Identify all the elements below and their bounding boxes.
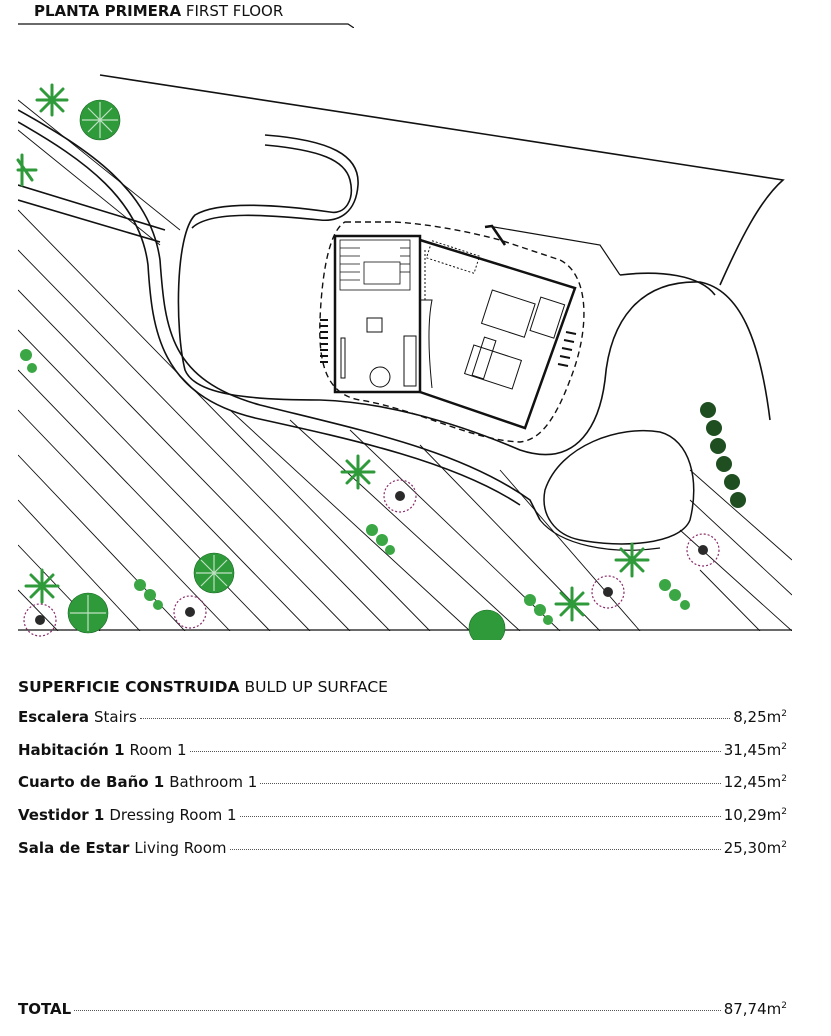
area-label-es: Cuarto de Baño 1 <box>18 773 165 791</box>
floor-title: PLANTA PRIMERA FIRST FLOOR <box>34 0 283 22</box>
surface-heading: SUPERFICIE CONSTRUIDA BULD UP SURFACE <box>18 676 787 698</box>
stairs <box>339 239 411 291</box>
floor-plan-drawing <box>16 74 792 640</box>
area-label-en: Room 1 <box>129 741 187 759</box>
area-value: 25,30m2 <box>723 839 787 857</box>
area-value: 12,45m2 <box>723 773 787 791</box>
furniture <box>340 240 566 390</box>
total-label: TOTAL <box>18 1000 72 1018</box>
leader-dots <box>139 718 731 719</box>
area-value: 10,29m2 <box>723 806 787 824</box>
leader-dots <box>189 751 721 752</box>
terrain-hatch <box>18 99 792 631</box>
area-label-en: Stairs <box>94 708 137 726</box>
area-label-en: Living Room <box>134 839 227 857</box>
area-label-es: Vestidor 1 <box>18 806 105 824</box>
site-roads <box>18 74 785 521</box>
total-value: 87,74m2 <box>723 1000 787 1018</box>
vegetation <box>16 83 746 640</box>
area-label-es: Habitación 1 <box>18 741 125 759</box>
area-label-en: Bathroom 1 <box>169 773 258 791</box>
area-row-dressing-room-1: Vestidor 1 Dressing Room 1 10,29m2 <box>18 806 787 828</box>
built-surface-section: SUPERFICIE CONSTRUIDA BULD UP SURFACE Es… <box>18 676 787 857</box>
building-walls <box>333 224 621 430</box>
leader-dots <box>260 783 721 784</box>
area-value: 8,25m2 <box>733 708 787 726</box>
floor-title-es: PLANTA PRIMERA <box>34 2 182 20</box>
surface-heading-en: BULD UP SURFACE <box>244 678 388 696</box>
title-underline <box>18 23 354 28</box>
area-value: 31,45m2 <box>723 741 787 759</box>
pool-outline <box>543 429 695 545</box>
area-label-es: Sala de Estar <box>18 839 130 857</box>
area-row-living-room: Sala de Estar Living Room 25,30m2 <box>18 839 787 861</box>
roof-outline-dashed <box>319 221 585 443</box>
area-row-room-1: Habitación 1 Room 1 31,45m2 <box>18 741 787 763</box>
area-row-bathroom-1: Cuarto de Baño 1 Bathroom 1 12,45m2 <box>18 773 787 795</box>
floor-title-block: PLANTA PRIMERA FIRST FLOOR <box>18 0 354 28</box>
surface-heading-es: SUPERFICIE CONSTRUIDA <box>18 678 240 696</box>
area-label-es: Escalera <box>18 708 90 726</box>
facade-louvers <box>320 319 577 367</box>
area-row-stairs: Escalera Stairs 8,25m2 <box>18 708 787 730</box>
area-label-en: Dressing Room 1 <box>109 806 237 824</box>
leader-dots <box>229 849 721 850</box>
area-total-row: TOTAL 87,74m2 <box>18 1000 787 1022</box>
leader-dots <box>74 1010 721 1011</box>
floor-title-en: FIRST FLOOR <box>185 2 284 20</box>
leader-dots <box>239 816 721 817</box>
